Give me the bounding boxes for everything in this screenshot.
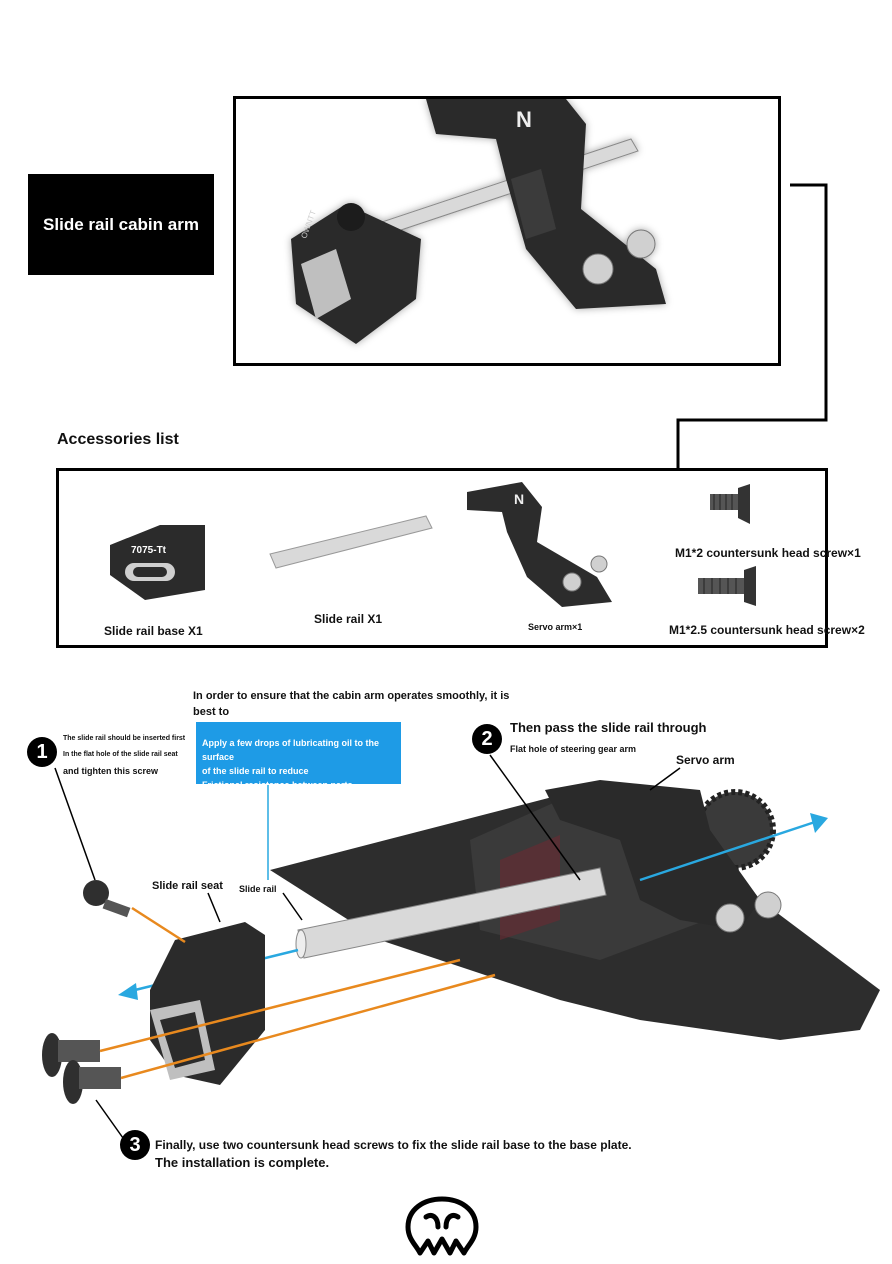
note-line-1: Apply a few drops of lubricating oil to … [202,738,380,762]
step-2-badge: 2 [472,724,502,754]
servo-arm-letter: N [514,491,524,507]
slide-rail-image [269,515,433,569]
hero-product-render: N OWNTT [291,99,666,344]
step-1-badge: 1 [27,737,57,767]
accessory-label-screw-long: M1*2.5 countersunk head screw×2 [669,623,865,637]
lubrication-note: Apply a few drops of lubricating oil to … [196,722,401,790]
step-1-line-3: and tighten this screw [63,766,159,776]
callout-servo-arm: Servo arm [676,753,735,767]
accessory-label-screw-short: M1*2 countersunk head screw×1 [675,546,861,560]
callout-slide-rail: Slide rail [239,884,277,894]
accessory-label-rail: Slide rail X1 [314,612,383,626]
slide-rail-base-image: 7075-Tt [110,525,205,600]
step-3-line-1: Finally, use two countersunk head screws… [155,1138,632,1152]
step-2-subtitle: Flat hole of steering gear arm [510,744,637,754]
intro-line-2: best to [193,706,230,718]
title-block: Slide rail cabin arm [28,174,214,275]
intro-line-1: In order to ensure that the cabin arm op… [193,690,510,702]
hero-image-frame: N OWNTT [233,96,781,366]
slide-rail-base-engraving: 7075-Tt [131,545,167,556]
screw-short-image [710,484,750,524]
step-3-line-2: The installation is complete. [155,1155,330,1170]
note-line-2: of the slide rail to reduce [202,766,309,776]
hero-letter: N [516,107,532,132]
accessories-title: Accessories list [57,431,179,448]
accessory-label-base: Slide rail base X1 [104,624,203,638]
servo-arm-image: N [467,482,612,607]
step-1-line-2: In the flat hole of the slide rail seat [63,751,178,758]
step-3-badge: 3 [120,1130,150,1160]
page-title: Slide rail cabin arm [43,214,199,234]
step-1-line-1: The slide rail should be inserted first [63,735,186,742]
brand-logo [405,1196,479,1256]
step-2-title: Then pass the slide rail through [510,720,707,735]
accessory-label-servo: Servo arm×1 [528,622,583,632]
callout-slide-rail-seat: Slide rail seat [152,880,223,892]
accessories-frame [56,468,828,648]
note-line-3: Frictional resistance between parts. [202,780,356,790]
screw-long-image [698,566,756,606]
